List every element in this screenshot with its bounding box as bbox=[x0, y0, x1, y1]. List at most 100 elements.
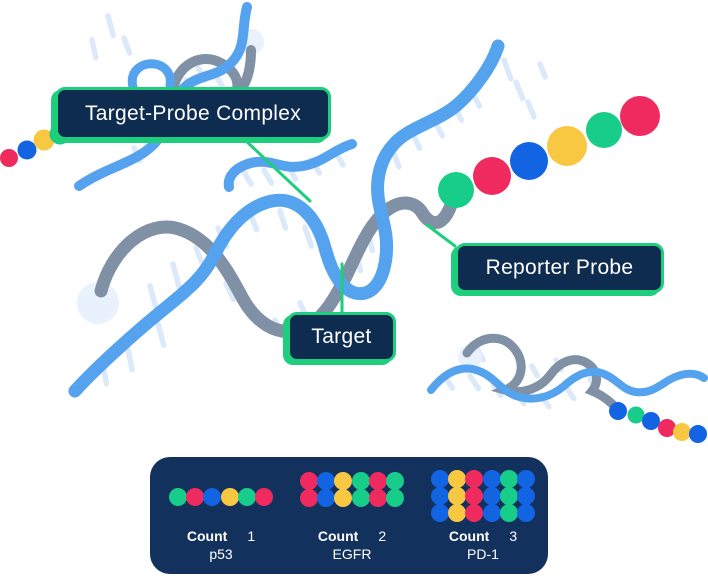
barcode-dot-green bbox=[168, 488, 187, 506]
base-pair-hatch bbox=[277, 208, 289, 231]
barcode-dot-blue bbox=[609, 402, 627, 420]
barcode-row bbox=[430, 487, 536, 505]
barcode-grid bbox=[427, 470, 539, 522]
barcode-dot-red bbox=[465, 470, 484, 488]
barcode-dot-green bbox=[386, 489, 405, 507]
count-value: 3 bbox=[509, 528, 518, 544]
barcode-dot-yellow bbox=[448, 470, 467, 488]
barcode-dot-blue bbox=[642, 412, 660, 430]
count-group-pd1: Count 3 PD-1 bbox=[427, 457, 539, 574]
count-label: Count bbox=[186, 528, 228, 544]
callout-target-probe-complex-text: Target-Probe Complex bbox=[84, 101, 302, 125]
callout-line-reporter-probe bbox=[425, 223, 457, 248]
lower-right-barcode-chain bbox=[609, 402, 707, 443]
base-pair-hatch bbox=[529, 363, 540, 379]
barcode-dot-blue bbox=[482, 504, 501, 522]
count-value: 2 bbox=[378, 528, 387, 544]
reporter-barcode-chain bbox=[438, 96, 660, 208]
barcode-dot-red bbox=[0, 149, 18, 167]
barcode-row bbox=[430, 470, 536, 488]
barcode-row bbox=[168, 488, 274, 506]
barcode-dot-yellow bbox=[448, 504, 467, 522]
barcode-dot-yellow bbox=[334, 472, 353, 490]
barcode-dot-green bbox=[499, 504, 518, 522]
base-pair-hatch bbox=[223, 280, 237, 303]
callout-reporter-probe-text: Reporter Probe bbox=[485, 256, 634, 279]
count-panel: Count 1 p53 Count 2 EGFR Count 3 PD-1 bbox=[150, 457, 548, 574]
barcode-grid bbox=[296, 472, 408, 507]
gene-name: p53 bbox=[209, 546, 233, 562]
barcode-grid bbox=[162, 488, 280, 506]
barcode-dot-yellow bbox=[334, 489, 353, 507]
barcode-dot-blue bbox=[510, 142, 548, 180]
gene-name: EGFR bbox=[332, 546, 372, 562]
count-group-p53: Count 1 p53 bbox=[162, 457, 280, 574]
base-pair-hatch bbox=[261, 167, 275, 186]
base-pair-hatch bbox=[525, 99, 537, 120]
barcode-dot-blue bbox=[317, 489, 336, 507]
barcode-dot-red bbox=[473, 157, 511, 195]
barcode-dot-green bbox=[351, 489, 370, 507]
barcode-dot-red bbox=[658, 419, 676, 437]
count-label: Count bbox=[448, 528, 490, 544]
barcode-dot-red bbox=[299, 472, 318, 490]
count-group-egfr: Count 2 EGFR bbox=[296, 457, 408, 574]
barcode-row bbox=[299, 489, 405, 507]
barcode-dot-green bbox=[499, 470, 518, 488]
count-value: 1 bbox=[247, 528, 256, 544]
barcode-dot-green bbox=[627, 406, 645, 424]
barcode-dot-blue bbox=[482, 470, 501, 488]
callout-line-target-probe-complex bbox=[244, 139, 312, 203]
barcode-dot-blue bbox=[517, 504, 536, 522]
barcode-dot-blue bbox=[203, 488, 222, 506]
barcode-dot-blue bbox=[689, 425, 707, 443]
barcode-row bbox=[299, 472, 405, 490]
callout-target-text: Target bbox=[311, 325, 372, 348]
base-pair-hatch bbox=[563, 384, 577, 402]
dna-strand-blue-fragment bbox=[223, 139, 357, 192]
barcode-dot-red bbox=[255, 488, 274, 506]
base-pair-hatch bbox=[241, 169, 254, 187]
barcode-dot-blue bbox=[430, 504, 449, 522]
barcode-row bbox=[430, 504, 536, 522]
dna-strand-blue-curl-top-left bbox=[127, 59, 175, 92]
dna-strand-blue-bottom-right bbox=[427, 364, 708, 403]
base-pair-hatch bbox=[501, 57, 514, 82]
callout-reporter-probe: Reporter Probe bbox=[455, 243, 664, 293]
gene-name: PD-1 bbox=[467, 546, 499, 562]
base-pair-hatch bbox=[513, 79, 526, 102]
barcode-dot-green bbox=[351, 472, 370, 490]
barcode-dot-green bbox=[586, 112, 622, 148]
callout-target-probe-complex: Target-Probe Complex bbox=[55, 87, 331, 140]
base-pair-hatch bbox=[467, 373, 482, 392]
base-pair-hatch bbox=[443, 375, 456, 391]
barcode-dot-blue bbox=[517, 470, 536, 488]
dna-strand-gray-main bbox=[94, 185, 462, 338]
barcode-dot-yellow bbox=[220, 488, 239, 506]
base-pair-hatch bbox=[89, 37, 99, 61]
barcode-dot-red bbox=[299, 489, 318, 507]
base-pair-hatch bbox=[101, 367, 110, 387]
base-pair-hatch bbox=[121, 35, 133, 56]
barcode-dot-yellow bbox=[547, 126, 587, 166]
base-pair-hatch bbox=[105, 13, 116, 39]
base-pair-hatch bbox=[170, 261, 182, 290]
barcode-dot-blue bbox=[482, 487, 501, 505]
count-label: Count bbox=[317, 528, 359, 544]
barcode-dot-green bbox=[438, 172, 474, 208]
barcode-dot-red bbox=[465, 504, 484, 522]
barcode-dot-blue bbox=[17, 140, 37, 160]
barcode-dot-red bbox=[186, 488, 205, 506]
base-pair-hatch bbox=[147, 283, 160, 314]
dna-strand-gray-bottom-right bbox=[462, 333, 621, 413]
barcode-dot-yellow bbox=[673, 423, 691, 441]
dna-end-circle bbox=[77, 282, 119, 324]
barcode-dot-red bbox=[368, 489, 387, 507]
barcode-dot-red bbox=[465, 487, 484, 505]
barcode-dot-blue bbox=[430, 487, 449, 505]
base-pair-hatch bbox=[302, 224, 314, 249]
base-pair-hatch bbox=[155, 321, 167, 349]
barcode-dot-yellow bbox=[33, 129, 55, 151]
